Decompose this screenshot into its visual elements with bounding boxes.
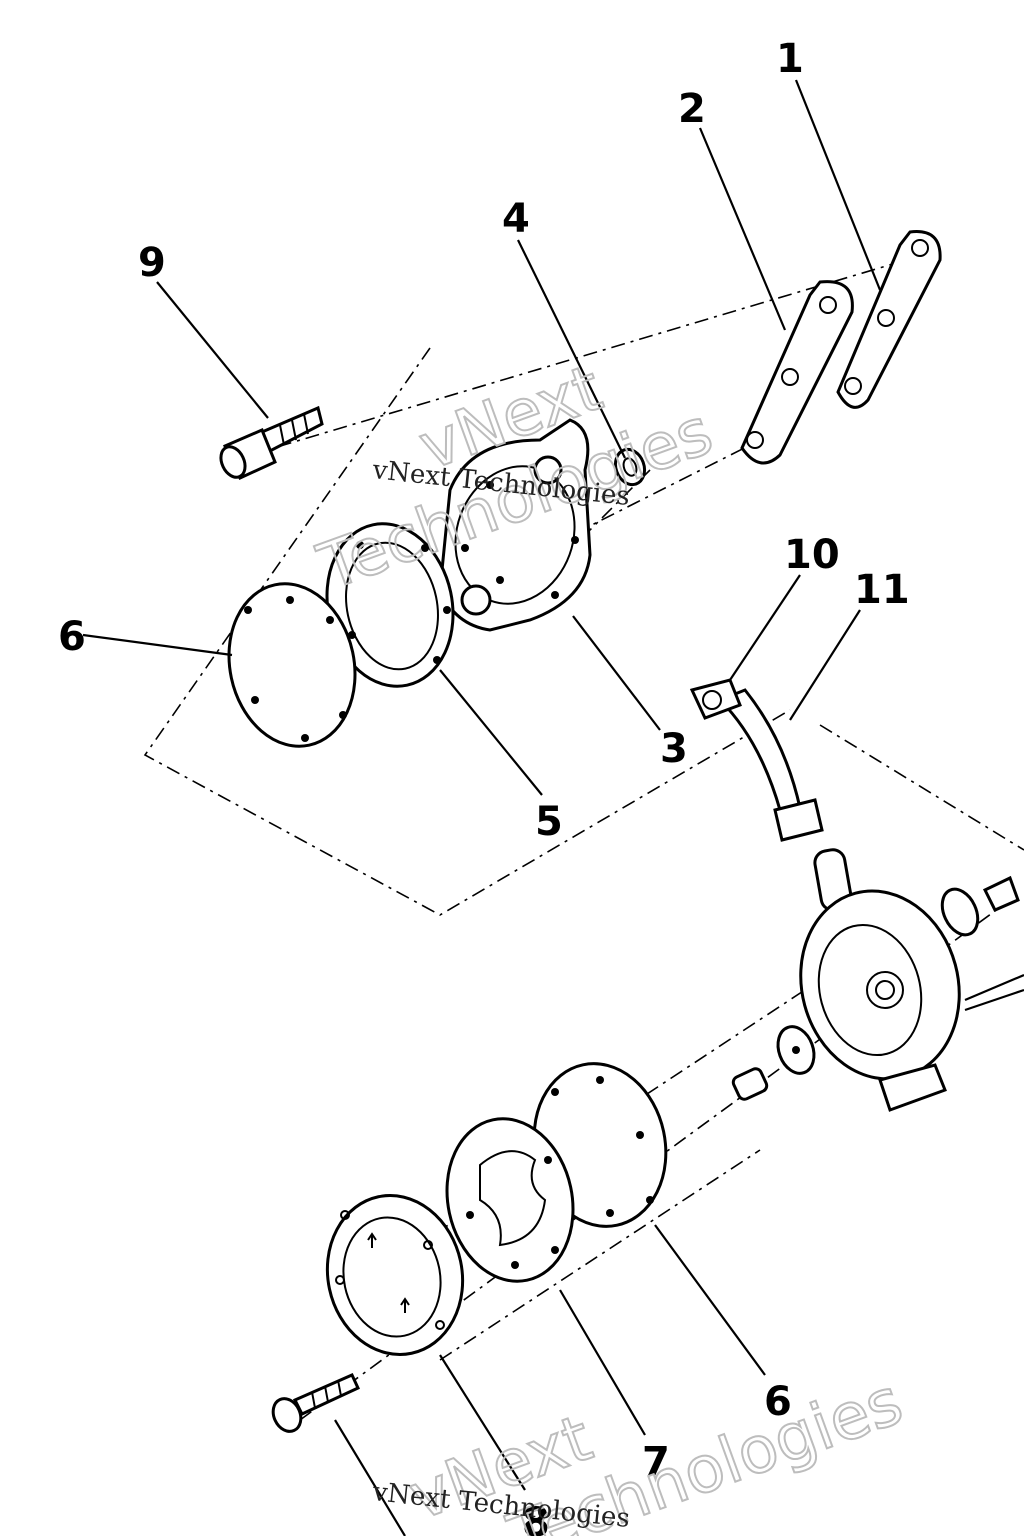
callout-4: 4 — [502, 196, 530, 242]
clamp-10 — [689, 678, 742, 720]
bolt-9 — [219, 405, 324, 480]
diaphragm-6-top — [227, 582, 357, 748]
callout-10: 10 — [784, 532, 840, 578]
washer-4 — [613, 447, 647, 487]
callout-9: 9 — [138, 240, 166, 286]
callout-5: 5 — [535, 799, 563, 845]
callout-labels: 1 2 4 9 10 11 6 3 5 6 7 8 — [58, 36, 910, 1536]
plate-2 — [740, 280, 854, 465]
cover-8 — [325, 1194, 465, 1356]
callout-11: 11 — [854, 567, 910, 613]
pump-body-lower — [799, 848, 1020, 1112]
callout-8: 8 — [522, 1500, 550, 1536]
pump-body-3 — [438, 418, 592, 632]
screw-bottom — [271, 1373, 360, 1433]
callout-2: 2 — [678, 86, 706, 132]
callout-3: 3 — [660, 726, 688, 772]
callout-6-bottom: 6 — [764, 1379, 792, 1425]
plate-1 — [836, 230, 942, 409]
nut-lower — [731, 1067, 769, 1101]
callout-6-top: 6 — [58, 614, 86, 660]
leader-lines — [82, 79, 1024, 1536]
washer-lower — [776, 1025, 816, 1075]
callout-7: 7 — [642, 1439, 670, 1485]
valve-plate-7 — [445, 1117, 575, 1283]
callout-1: 1 — [776, 36, 804, 82]
hose-11 — [717, 688, 824, 842]
